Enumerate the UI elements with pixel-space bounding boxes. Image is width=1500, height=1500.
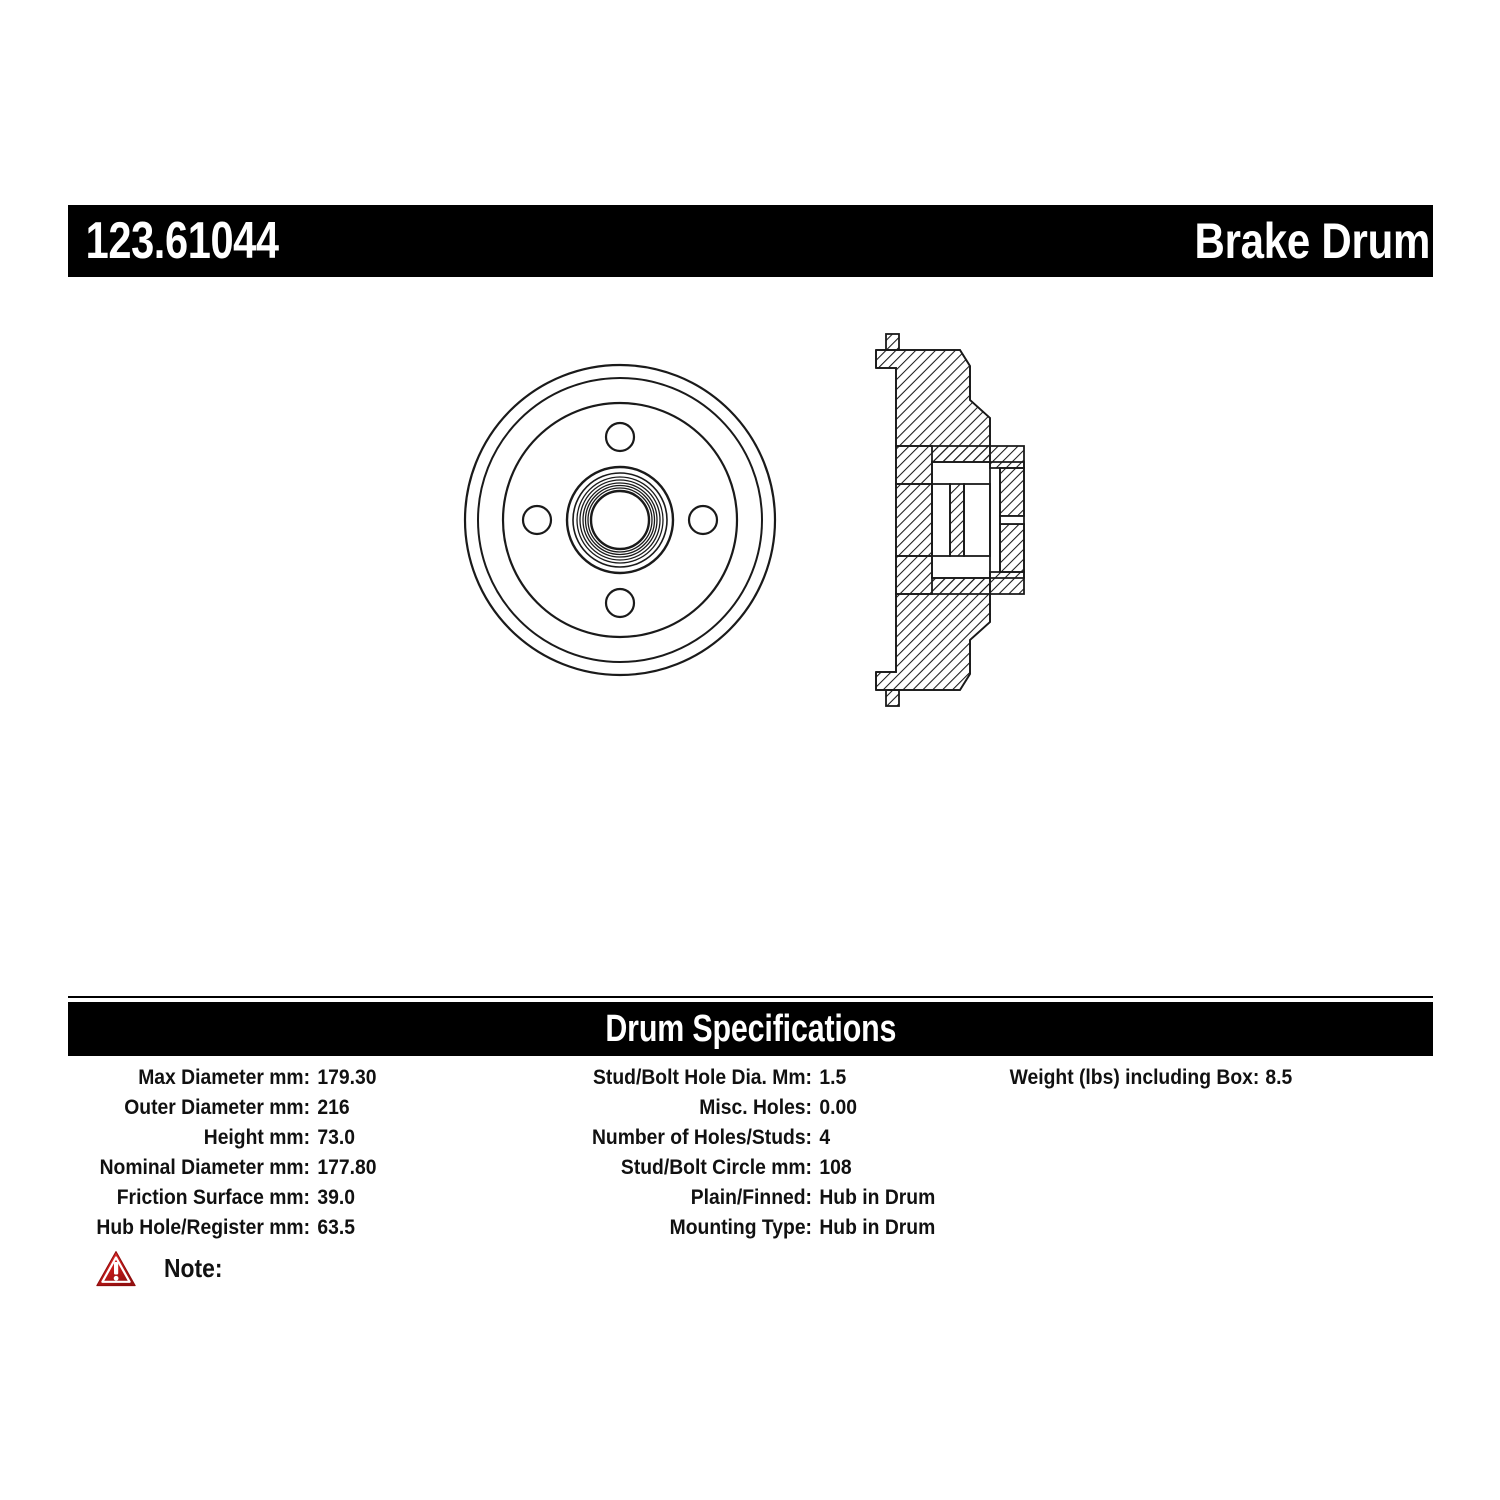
spec-value: 4	[819, 1126, 831, 1149]
spec-row: Max Diameter mm: 179.30	[68, 1063, 468, 1093]
spec-row: Misc. Holes: 0.00	[528, 1093, 928, 1123]
spec-row: Friction Surface mm: 39.0	[68, 1183, 468, 1213]
spec-row: Outer Diameter mm: 216	[68, 1093, 468, 1123]
specs-separator	[68, 996, 1433, 998]
spec-value: 1.5	[819, 1066, 847, 1089]
spec-row: Stud/Bolt Circle mm: 108	[528, 1153, 928, 1183]
spec-value: 177.80	[317, 1156, 377, 1179]
spec-label: Misc. Holes:	[699, 1096, 812, 1119]
spec-row: Weight (lbs) including Box: 8.5	[988, 1063, 1408, 1093]
note-label: Note:	[164, 1252, 223, 1283]
spec-value: Hub in Drum	[819, 1186, 936, 1209]
spec-label: Number of Holes/Studs:	[591, 1126, 812, 1149]
spec-row: Hub Hole/Register mm: 63.5	[68, 1213, 468, 1243]
spec-label: Friction Surface mm:	[116, 1186, 311, 1209]
spec-label: Stud/Bolt Hole Dia. Mm:	[593, 1066, 812, 1089]
spec-value: Hub in Drum	[819, 1216, 936, 1239]
spec-label: Height mm:	[203, 1126, 310, 1149]
spec-row: Nominal Diameter mm: 177.80	[68, 1153, 468, 1183]
spec-value: 216	[317, 1096, 350, 1119]
spec-label: Plain/Finned:	[690, 1186, 812, 1209]
technical-drawing	[440, 320, 1080, 720]
part-number: 123.61044	[85, 212, 279, 270]
specs-header-bar: Drum Specifications	[68, 1002, 1433, 1056]
spec-value: 0.00	[819, 1096, 857, 1119]
spec-value: 39.0	[317, 1186, 355, 1209]
spec-value: 63.5	[317, 1216, 355, 1239]
spec-value: 8.5	[1265, 1066, 1293, 1089]
spec-row: Mounting Type: Hub in Drum	[528, 1213, 936, 1243]
note-row: Note:	[92, 1246, 254, 1290]
spec-label: Max Diameter mm:	[138, 1066, 310, 1089]
spec-label: Weight (lbs) including Box:	[1009, 1066, 1260, 1089]
spec-row: Stud/Bolt Hole Dia. Mm: 1.5	[528, 1063, 928, 1093]
brake-drum-cross-section-view	[875, 333, 1025, 707]
spec-label: Outer Diameter mm:	[124, 1096, 311, 1119]
product-type-title: Brake Drum	[1194, 213, 1430, 269]
spec-label: Stud/Bolt Circle mm:	[620, 1156, 812, 1179]
spec-value: 73.0	[317, 1126, 355, 1149]
spec-value: 108	[819, 1156, 852, 1179]
spec-row: Plain/Finned: Hub in Drum	[528, 1183, 936, 1213]
stud-bolt-holes	[521, 421, 719, 619]
specs-title: Drum Specifications	[605, 1008, 896, 1050]
spec-label: Hub Hole/Register mm:	[96, 1216, 310, 1239]
brake-drum-front-view	[463, 363, 777, 677]
spec-label: Nominal Diameter mm:	[99, 1156, 310, 1179]
spec-label: Mounting Type:	[669, 1216, 812, 1239]
header-bar: 123.61044 Brake Drum	[68, 205, 1433, 277]
warning-triangle-icon	[92, 1246, 140, 1290]
spec-row: Height mm: 73.0	[68, 1123, 468, 1153]
spec-value: 179.30	[317, 1066, 377, 1089]
spec-column-1: Max Diameter mm: 179.30 Outer Diameter m…	[68, 1063, 468, 1243]
spec-column-3: Weight (lbs) including Box: 8.5	[988, 1063, 1408, 1093]
spec-column-2: Stud/Bolt Hole Dia. Mm: 1.5 Misc. Holes:…	[528, 1063, 936, 1243]
spec-row: Number of Holes/Studs: 4	[528, 1123, 928, 1153]
